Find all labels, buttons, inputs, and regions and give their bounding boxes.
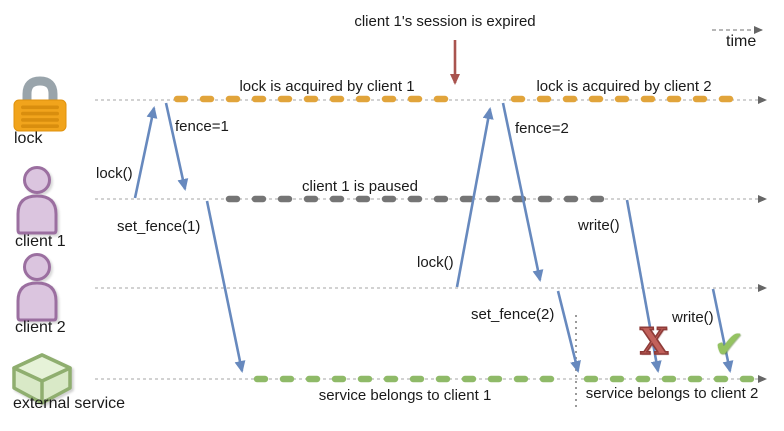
lock-call-2-label: lock() [417,254,454,271]
lock-call-1-arrow [133,106,158,199]
client2-person-icon [14,252,60,322]
fence-2-label: fence=2 [515,120,569,137]
external-service-cube-icon [10,352,74,406]
write-1-label: write() [578,217,620,234]
service-belongs-client2-label: service belongs to client 2 [585,385,759,402]
write-2-arrow [711,288,734,373]
fence-1-label: fence=1 [175,118,229,135]
lock-call-2-arrow [455,107,494,288]
set-fence-2-arrow [556,290,581,373]
fence-2-reply-arrow [501,102,544,282]
set-fence-1-arrow [205,200,246,373]
write-accepted-check-icon: ✔ [713,323,745,366]
fence-1-reply-arrow [164,102,189,191]
time-axis-label: time [726,33,757,50]
client1-paused-label: client 1 is paused [302,178,418,195]
client1-person-icon [14,165,60,235]
write-2-label: write() [672,309,714,326]
padlock-icon [13,74,67,133]
set-fence-1-label: set_fence(1) [117,218,201,235]
write-1-arrow [625,199,662,373]
session-expired-label: client 1's session is expired [354,13,536,30]
lock-acquired-client2-label: lock is acquired by client 2 [536,78,712,95]
external-service-lane-label: external service [13,395,126,412]
write-rejected-x-icon: X [639,321,669,363]
service-belongs-client1-label: service belongs to client 1 [318,387,492,404]
lock-lane-label: lock [14,130,43,147]
lock-acquired-client1-label: lock is acquired by client 1 [239,78,415,95]
lock-call-1-label: lock() [96,165,133,182]
client2-lane-label: client 2 [15,319,66,336]
client1-lane-label: client 1 [15,233,66,250]
set-fence-2-label: set_fence(2) [471,306,555,323]
